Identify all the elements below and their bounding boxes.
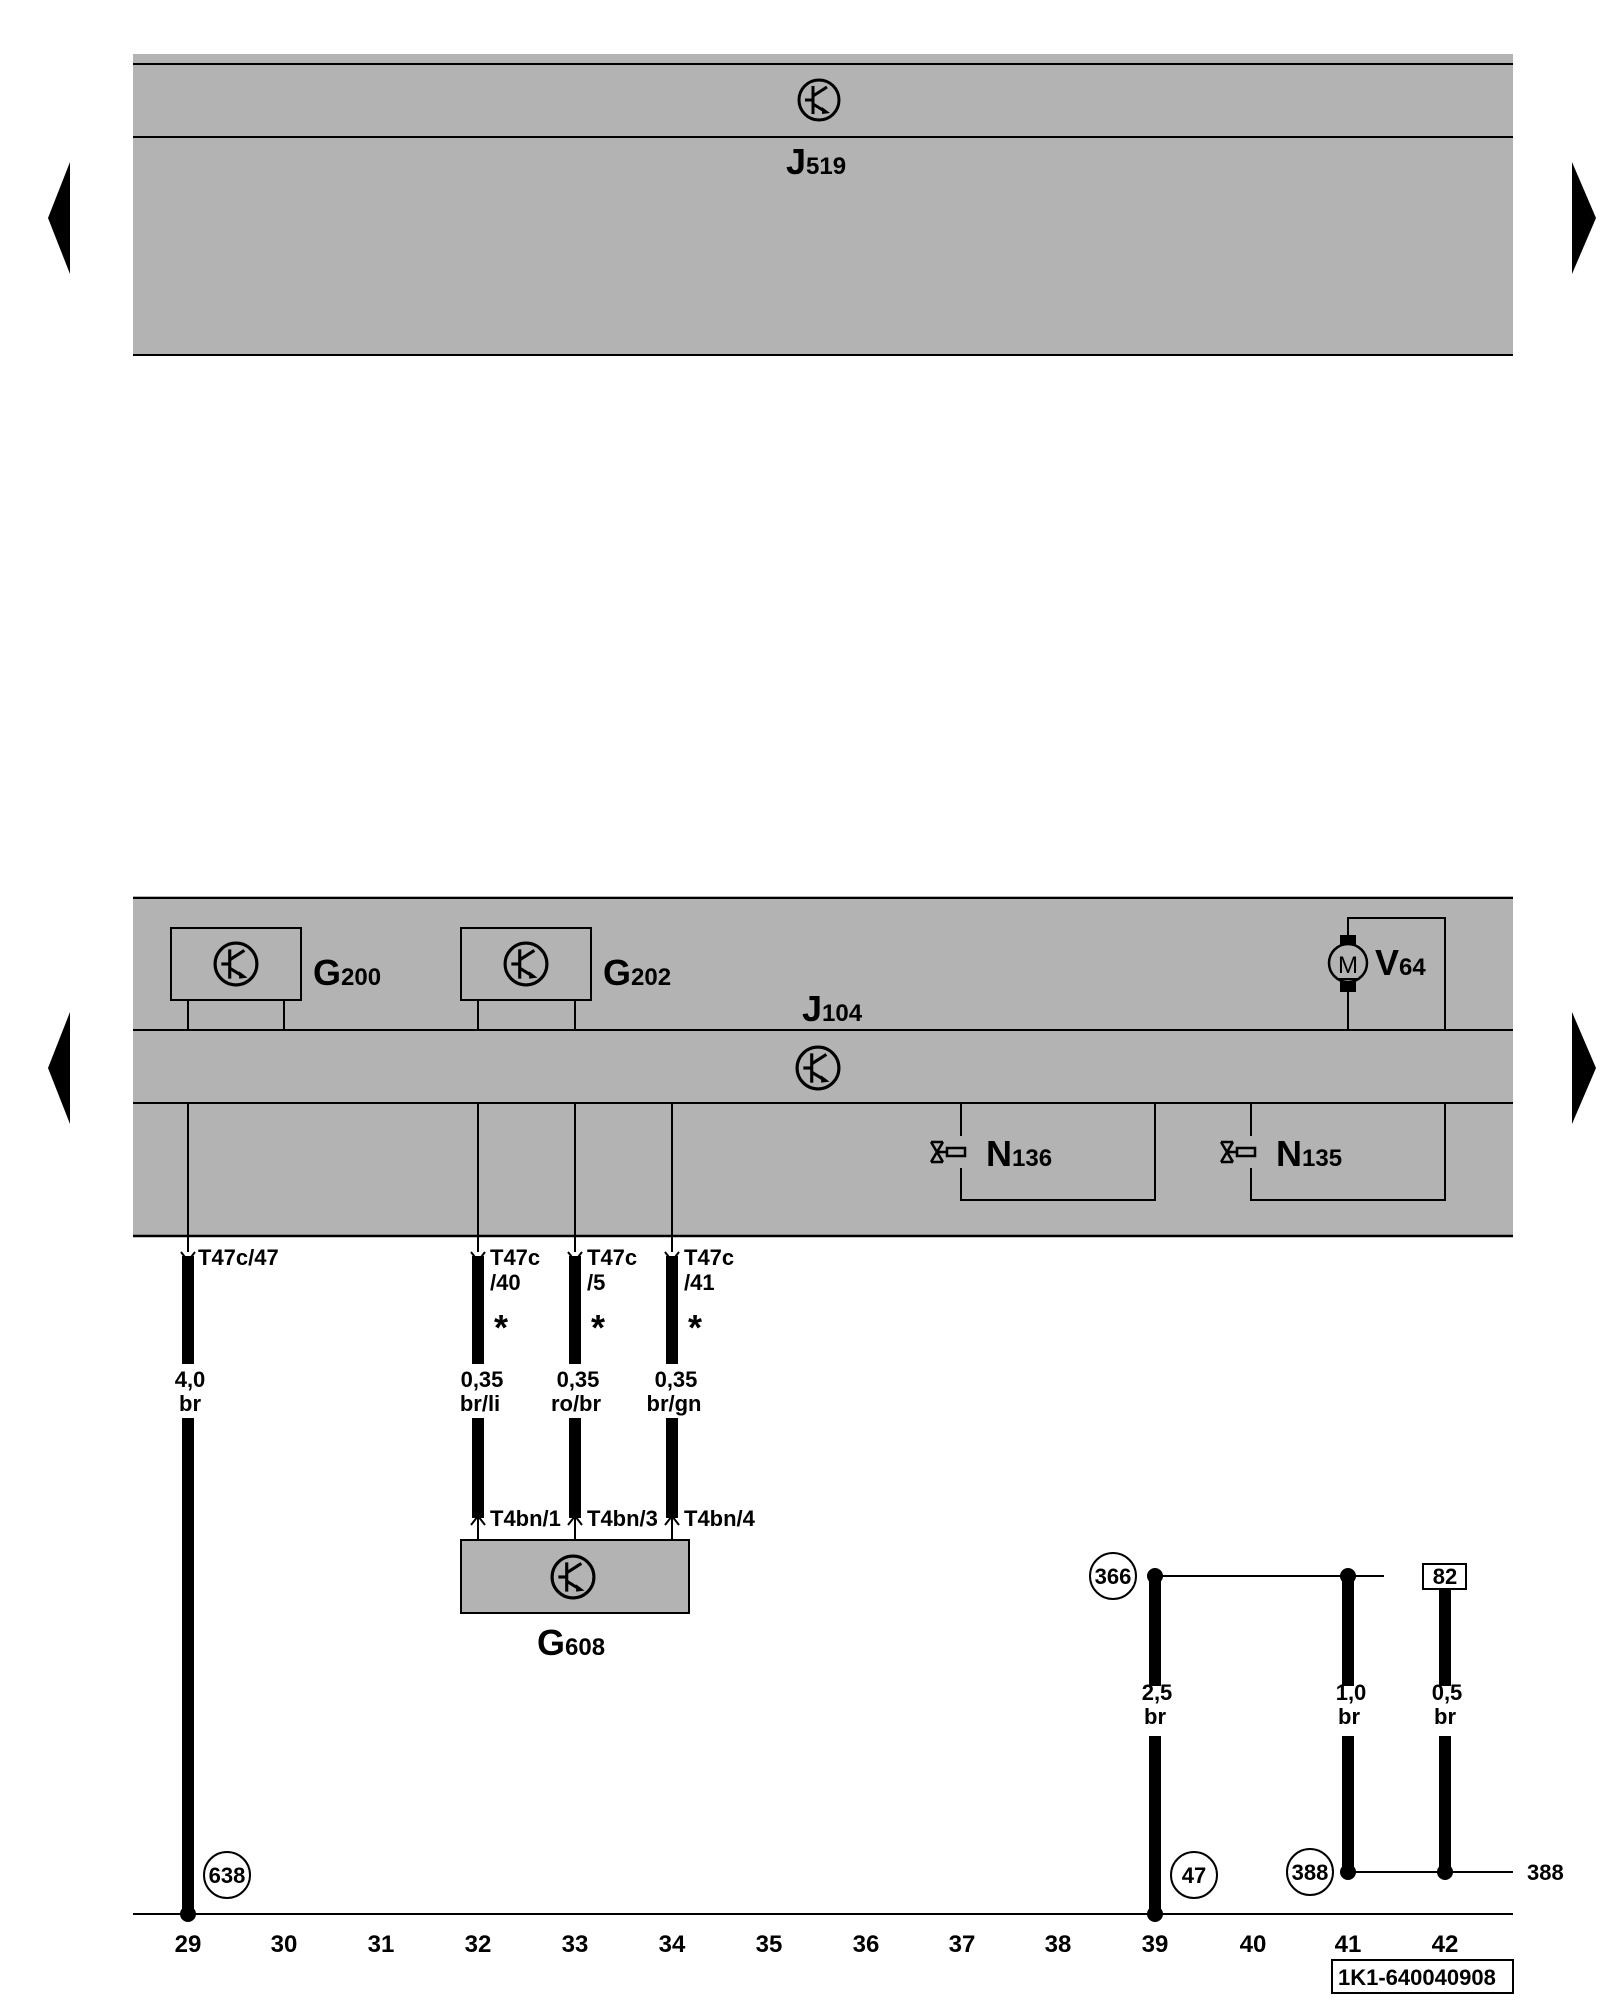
component-label-g608: G608 (537, 1622, 605, 1663)
column-number: 31 (368, 1931, 395, 1958)
reference-638: 638 (209, 1863, 246, 1888)
nav-prev-arrow-top[interactable] (48, 162, 70, 274)
wire-color: br (1144, 1704, 1166, 1729)
column-numbers: 29 30 31 32 33 34 35 36 37 38 39 40 41 4… (175, 1931, 1459, 1958)
column-number: 33 (562, 1931, 589, 1958)
asterisk-note: * (591, 1307, 605, 1348)
nav-prev-arrow-bottom[interactable] (48, 1012, 70, 1124)
component-label-n135: N135 (1276, 1133, 1342, 1174)
reference-47: 47 (1182, 1863, 1206, 1888)
column-number: 34 (659, 1931, 686, 1958)
wire-color: br (1338, 1704, 1360, 1729)
asterisk-note: * (688, 1307, 702, 1348)
column-number: 38 (1045, 1931, 1072, 1958)
connector-label: T47c (684, 1245, 734, 1270)
wire-color: br (179, 1391, 201, 1416)
pin-label: T4bn/4 (684, 1506, 756, 1531)
connector-label: T47c (587, 1245, 637, 1270)
component-label-n136: N136 (986, 1133, 1052, 1174)
nav-next-arrow-bottom[interactable] (1572, 1012, 1596, 1124)
column-number: 30 (271, 1931, 298, 1958)
component-label-g200: G200 (313, 952, 381, 993)
wire-size: 1,0 (1336, 1680, 1367, 1705)
reference-366: 366 (1095, 1564, 1132, 1589)
wire-color: ro/br (551, 1391, 602, 1416)
column-number: 37 (949, 1931, 976, 1958)
column-number: 35 (756, 1931, 783, 1958)
column-number: 29 (175, 1931, 202, 1958)
connector-label: /41 (684, 1270, 715, 1295)
pin-label: T4bn/1 (490, 1506, 561, 1531)
nav-next-arrow-top[interactable] (1572, 162, 1596, 274)
connector-label: /40 (490, 1270, 521, 1295)
component-label-j104: J104 (802, 988, 863, 1029)
wire-34: T47c /41 * 0,35 br/gn T4bn/4 (647, 1236, 756, 1540)
wire-size: 0,5 (1432, 1680, 1463, 1705)
wire-size: 0,35 (461, 1367, 504, 1392)
component-label-v64: V64 (1375, 942, 1426, 983)
wire-33: T47c /5 * 0,35 ro/br T4bn/3 (551, 1236, 658, 1540)
sensor-g200: G200 (170, 927, 381, 1030)
connector-label: T47c/47 (198, 1245, 279, 1270)
column-number: 42 (1432, 1931, 1459, 1958)
sensor-g202: G202 (460, 927, 671, 1030)
wire-group-right: 366 82 2,5 br 1,0 br 0,5 br 388 388 47 (1089, 1552, 1564, 1922)
component-label-j519: J519 (786, 141, 846, 182)
column-number: 32 (465, 1931, 492, 1958)
wire-size: 4,0 (175, 1367, 206, 1392)
wire-size: 0,35 (655, 1367, 698, 1392)
wire-color: br (1434, 1704, 1456, 1729)
wire-29: T47c/47 4,0 br (175, 1236, 279, 1918)
reference-82: 82 (1433, 1564, 1457, 1589)
wire-size: 0,35 (557, 1367, 600, 1392)
document-number: 1K1-640040908 (1338, 1965, 1496, 1990)
control-unit-j104: G200 G202 J104 M V64 N1 (133, 896, 1513, 1238)
reference-388: 388 (1292, 1860, 1329, 1885)
column-number: 36 (853, 1931, 880, 1958)
wire-32: T47c /40 * 0,35 br/li T4bn/1 (460, 1236, 561, 1540)
column-number: 39 (1142, 1931, 1169, 1958)
wire-color: br/li (460, 1391, 500, 1416)
component-label-g202: G202 (603, 952, 671, 993)
reference-638-group: 638 (180, 1851, 251, 1922)
control-unit-j519: J519 (133, 54, 1513, 356)
column-number: 41 (1335, 1931, 1362, 1958)
column-number: 40 (1240, 1931, 1267, 1958)
sensor-g608: G608 (460, 1539, 690, 1663)
wire-size: 2,5 (1142, 1680, 1173, 1705)
motor-icon: M (1338, 952, 1358, 979)
pin-label: T4bn/3 (587, 1506, 658, 1531)
connector-label: T47c (490, 1245, 540, 1270)
motor-v64: M V64 (1327, 917, 1446, 1030)
valve-n136: N136 (925, 1102, 1156, 1201)
valve-n135: N135 (1215, 1102, 1446, 1201)
document-number-box: 1K1-640040908 (1331, 1959, 1514, 1994)
wire-color: br/gn (647, 1391, 702, 1416)
asterisk-note: * (494, 1307, 508, 1348)
reference-388-continuation: 388 (1527, 1860, 1564, 1885)
connector-label: /5 (587, 1270, 605, 1295)
